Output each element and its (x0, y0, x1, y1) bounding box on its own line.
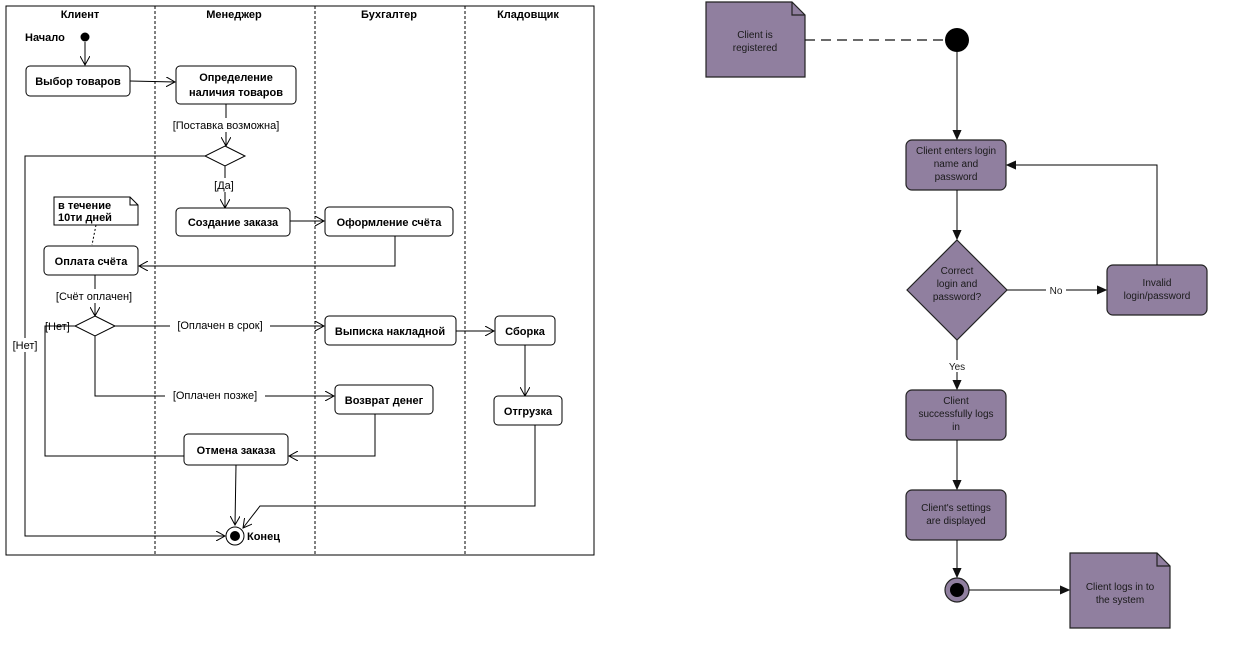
step-text: successfully logs (918, 409, 993, 420)
final-node-core (230, 531, 240, 541)
label-bg (945, 360, 969, 372)
step-invalid-credentials (1106, 264, 1208, 316)
step-text: name and (934, 159, 978, 170)
guard-bg (170, 318, 270, 332)
activity-label: наличия товаров (189, 87, 283, 99)
note-client-logs-in (1069, 552, 1171, 629)
edge (243, 425, 536, 528)
activity-label: Оформление счёта (337, 217, 443, 229)
note-text: 10ти дней (58, 212, 112, 224)
final-node-core (950, 583, 964, 597)
step-text: Invalid (1143, 278, 1172, 289)
note-anchor (91, 224, 97, 246)
uml-activity-diagram: Клиент Менеджер Бухгалтер Кладовщик Нача… (5, 5, 595, 556)
step-login-success (905, 389, 1007, 441)
diagram-frame (5, 5, 595, 556)
guard-bg (211, 178, 237, 192)
label-bg (1046, 284, 1066, 296)
guard-no-left: [Нет] (13, 340, 38, 352)
activity-label: Сборка (505, 326, 546, 338)
guard-bg (164, 118, 288, 132)
edge (44, 325, 288, 457)
activity-refund (334, 384, 434, 415)
guard-paid-on-time: [Оплачен в срок] (177, 320, 262, 332)
yes-label: Yes (949, 362, 965, 373)
guard-supply-possible: [Поставка возможна] (173, 120, 280, 132)
lane-title-storekeeper: Кладовщик (497, 9, 559, 21)
decision-text: Correct (941, 266, 974, 277)
activity-label: Выбор товаров (35, 76, 121, 88)
step-text: are displayed (926, 516, 985, 527)
note-text: Client is (737, 30, 773, 41)
guard-no-inner: [Нет] (45, 321, 70, 333)
activity-label: Определение (199, 72, 273, 84)
activity-label: Отмена заказа (197, 445, 277, 457)
edge (289, 414, 376, 456)
activity-pay-invoice (43, 245, 139, 276)
guard-yes: [Да] (214, 180, 234, 192)
activity-shipment (493, 395, 563, 426)
initial-node (945, 28, 969, 52)
note-text: Client logs in to (1086, 582, 1155, 593)
edge (139, 236, 396, 266)
step-text: Client enters login (916, 146, 996, 157)
guard-paid-later: [Оплачен позже] (173, 390, 257, 402)
activity-label: Отгрузка (504, 406, 553, 418)
decision-text: login and (937, 279, 978, 290)
edge-retry (1007, 165, 1158, 265)
note-fold (1156, 553, 1170, 567)
step-settings-displayed (905, 489, 1007, 541)
note-text: registered (733, 43, 777, 54)
login-flowchart: Client is registered Client enters login… (705, 1, 1208, 629)
lane-title-accountant: Бухгалтер (361, 9, 417, 21)
guard-bg (10, 338, 40, 352)
decision-text: password? (933, 292, 982, 303)
decision-credentials (906, 239, 1008, 341)
end-label: Конец (247, 531, 280, 543)
step-text: in (952, 422, 960, 433)
activity-create-order (175, 207, 291, 237)
no-label: No (1050, 286, 1063, 297)
initial-node (80, 32, 90, 42)
start-label: Начало (25, 32, 65, 44)
activity-label: Создание заказа (188, 217, 279, 229)
activity-label: Оплата счёта (55, 256, 129, 268)
guard-bg (165, 388, 265, 402)
note-fold (791, 2, 805, 16)
step-text: password (935, 172, 978, 183)
edge (129, 81, 175, 82)
guard-invoice-paid: [Счёт оплачен] (56, 291, 132, 303)
lane-title-client: Клиент (61, 9, 100, 21)
step-text: login/password (1124, 291, 1191, 302)
step-text: Client's settings (921, 503, 991, 514)
lane-title-manager: Менеджер (206, 9, 262, 21)
note-text: the system (1096, 595, 1144, 606)
activity-label: Возврат денег (345, 395, 424, 407)
note-fold (129, 197, 138, 206)
note-ten-days (53, 196, 139, 226)
edge (235, 464, 236, 525)
note-text: в течение (58, 200, 111, 212)
guard-bg (48, 289, 140, 303)
note-client-registered (705, 1, 806, 78)
activity-label: Выписка накладной (335, 326, 445, 338)
step-text: Client (943, 396, 969, 407)
activity-make-invoice (324, 206, 454, 237)
